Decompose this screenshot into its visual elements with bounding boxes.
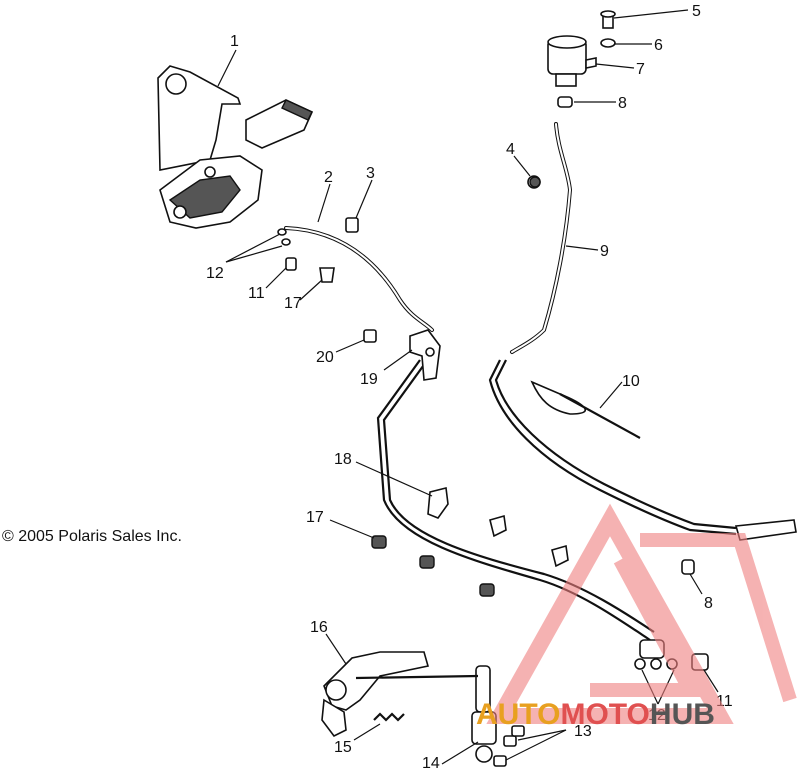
watermark-logo: [486, 503, 797, 724]
bleed-screw: [529, 176, 541, 188]
pedal-spring: [373, 712, 405, 722]
mc-mount-bolts: [493, 725, 525, 767]
callout-3: 3: [366, 165, 375, 182]
callout-6: 6: [654, 37, 663, 54]
master-cylinder: [355, 665, 497, 763]
callout-labels: 1 2 3 4 5 6 7 8 8 9 10 11 11 12 12 13 14…: [206, 3, 733, 772]
copyright-notice: © 2005 Polaris Sales Inc.: [2, 528, 182, 545]
callout-14: 14: [422, 755, 440, 772]
junction-block: [409, 329, 441, 381]
brake-line-right: [488, 359, 737, 536]
callout-8-upper: 8: [618, 95, 627, 112]
brake-pedal: [321, 651, 430, 738]
hose-clamp-upper: [557, 96, 573, 108]
callout-13: 13: [574, 723, 592, 740]
reservoir-cap-screw: [600, 10, 616, 29]
reservoir-washer: [600, 38, 616, 48]
callout-20: 20: [316, 349, 334, 366]
brake-pad: [245, 99, 314, 149]
callout-17-lower: 17: [306, 509, 324, 526]
callout-15: 15: [334, 739, 352, 756]
brake-reservoir: [547, 35, 597, 87]
banjo-bolt: [345, 217, 359, 233]
crush-washers-upper: [277, 228, 291, 246]
callout-5: 5: [692, 3, 701, 20]
brake-caliper-assembly: [157, 65, 263, 229]
watermark-text: AUTOMOTOHUB: [476, 698, 715, 731]
line-clip-a: [489, 514, 507, 538]
callout-8-lower: 8: [704, 595, 713, 612]
brake-line: [376, 359, 651, 641]
callout-1: 1: [230, 33, 239, 50]
callout-16: 16: [310, 619, 328, 636]
line-clip-b: [551, 544, 569, 568]
hose-clamp-lower: [681, 559, 695, 575]
cable-tie: [530, 380, 641, 439]
clip-upper: [319, 267, 335, 283]
callout-4: 4: [506, 141, 515, 158]
mount-bolt-20: [363, 329, 377, 343]
reservoir-hose: [510, 122, 573, 354]
brake-hose-upper: [284, 226, 434, 332]
callout-leaders: [217, 9, 719, 765]
line-clip-18: [427, 487, 449, 519]
callout-18: 18: [334, 451, 352, 468]
callout-10: 10: [622, 373, 640, 390]
callout-19: 19: [360, 371, 378, 388]
callout-12-upper: 12: [206, 265, 224, 282]
bolt-upper: [285, 257, 297, 271]
callout-7: 7: [636, 61, 645, 78]
callout-11-upper: 11: [248, 285, 265, 302]
callout-17-upper: 17: [284, 295, 302, 312]
mount-nut-17: [371, 535, 387, 549]
mount-nut-b: [479, 583, 495, 597]
mount-nut-a: [419, 555, 435, 569]
callout-2: 2: [324, 169, 333, 186]
callout-9: 9: [600, 243, 609, 260]
